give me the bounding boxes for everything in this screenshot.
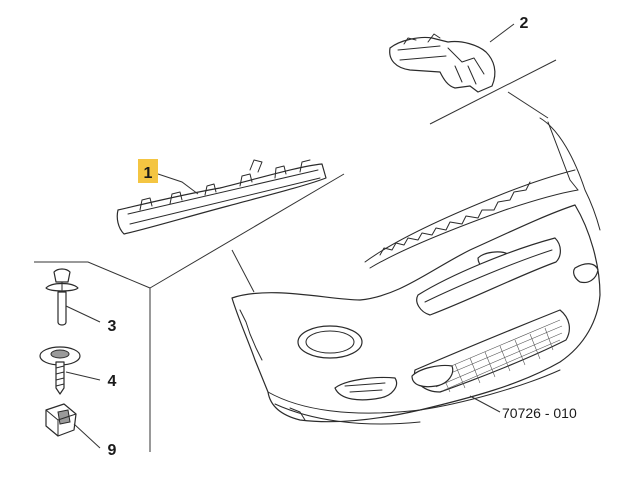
- part-4-screw-washer: [39, 346, 81, 395]
- part-3-rivet: [45, 268, 79, 326]
- part-1-bumper-support-bracket: [116, 159, 327, 235]
- part-2-side-bracket: [389, 33, 496, 93]
- callout-1: 1: [138, 159, 158, 183]
- callout-9-label: 9: [108, 442, 117, 459]
- callout-1-highlight: [138, 159, 158, 183]
- leader-lines: [34, 23, 557, 452]
- callout-4-label: 4: [108, 373, 117, 390]
- front-bumper: [231, 117, 601, 425]
- callout-1-label: 1: [144, 165, 153, 182]
- callout-3-label: 3: [108, 318, 117, 335]
- reference-code: 70726 - 010: [502, 405, 577, 421]
- callout-2-label: 2: [520, 15, 529, 32]
- part-9-clip-nut: [45, 403, 77, 437]
